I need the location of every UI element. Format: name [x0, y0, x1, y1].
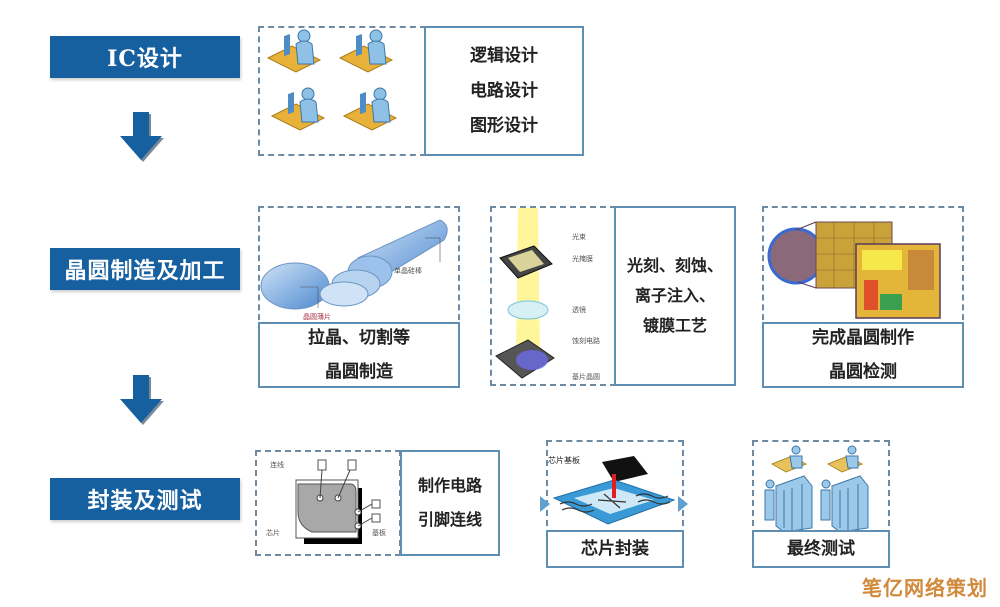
caption-line: 晶圆检测: [829, 362, 897, 382]
caption-line: 晶圆制造: [325, 362, 393, 382]
caption-line: 引脚连线: [417, 510, 482, 529]
chip-package-icon: [552, 456, 676, 525]
diagram-label: 晶圆薄片: [303, 313, 331, 321]
down-arrow-icon: [120, 375, 164, 425]
design-line: 图形设计: [470, 115, 538, 136]
design-line: 逻辑设计: [470, 45, 538, 66]
diagram-label: 光束: [572, 233, 586, 241]
caption-line: 芯片封装: [581, 539, 649, 559]
caption-line: 拉晶、切割等: [308, 328, 410, 348]
package-panel-test-caption: 最终测试: [752, 530, 890, 568]
diagram-label: 光掩膜: [572, 255, 593, 263]
test-stations-icon: [764, 445, 869, 533]
caption-line: 完成晶圆制作: [812, 328, 914, 348]
caption-line: 制作电路: [417, 476, 482, 495]
diagram-label: 蚀刻电路: [572, 337, 600, 345]
caption-line: 光刻、刻蚀、: [626, 256, 723, 275]
stage-ic-design: IC设计: [50, 36, 240, 78]
connector-arrow-icon: [540, 496, 550, 512]
diagram-label: 芯片基板: [548, 456, 580, 465]
diagram-label: 芯片: [266, 529, 280, 537]
diagram-label: 透镜: [572, 306, 586, 314]
watermark: 笔亿网络策划: [862, 576, 988, 600]
caption-line: 离子注入、: [634, 286, 715, 305]
wire-bonding-icon: [295, 459, 381, 544]
stage-wafer-fabrication: 晶圆制造及加工: [50, 248, 240, 290]
caption-line: 镀膜工艺: [642, 316, 707, 335]
designers-workstation-icon: [266, 29, 397, 131]
wafer-panel-ingot-caption: 拉晶、切割等 晶圆制造: [258, 322, 460, 388]
diagram-label: 连线: [270, 461, 284, 469]
photolithography-icon: [495, 208, 555, 379]
connector-arrow-icon: [678, 496, 688, 512]
diagram-label: 单晶硅棒: [394, 267, 422, 275]
diagram-label: 基板: [372, 529, 386, 537]
silicon-ingot-icon: [260, 219, 448, 310]
design-description: 逻辑设计 电路设计 图形设计: [424, 26, 584, 156]
stage-packaging-testing: 封装及测试: [50, 478, 240, 520]
stage-label: IC设计: [107, 46, 183, 72]
stage-label: 封装及测试: [87, 488, 203, 514]
diagram-label: 基片晶圆: [572, 373, 600, 381]
package-panel-bonding-caption: 制作电路 引脚连线: [400, 450, 500, 556]
wafer-panel-inspect-caption: 完成晶圆制作 晶圆检测: [762, 322, 964, 388]
wafer-panel-litho-caption: 光刻、刻蚀、 离子注入、 镀膜工艺: [614, 206, 736, 386]
wafer-die-icon: [767, 221, 941, 319]
stage-label: 晶圆制造及加工: [64, 258, 226, 284]
caption-line: 最终测试: [787, 539, 855, 559]
package-panel-chip-caption: 芯片封装: [546, 530, 684, 568]
down-arrow-icon: [120, 112, 164, 162]
design-line: 电路设计: [470, 80, 538, 101]
